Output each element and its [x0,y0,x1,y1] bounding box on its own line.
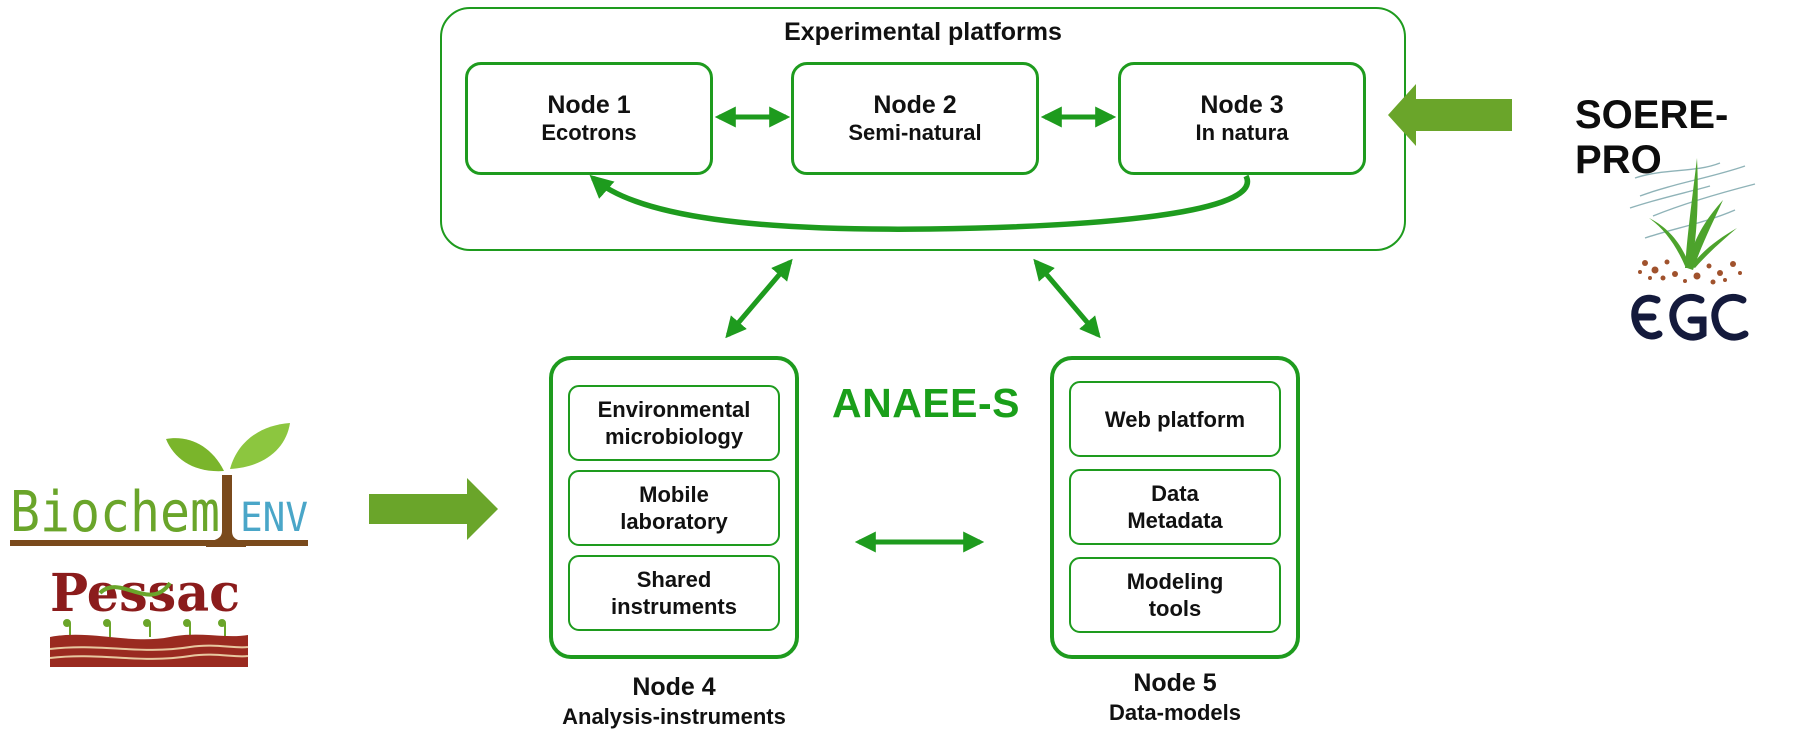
node-2-box: Node 2 Semi-natural [791,62,1039,175]
left-input-arrow [369,478,498,540]
node-5-item-modeling-tools: Modeling tools [1069,557,1281,633]
node-5-caption: Node 5 [1133,669,1217,697]
arrow-platforms-node4 [725,258,793,339]
node-5-item-web-platform: Web platform [1069,381,1281,457]
node-5-caption-desc: Data-models [1108,700,1242,725]
egc-plant-icon [1649,158,1737,270]
node-4-item-label: Mobile laboratory [620,482,728,534]
pessac-sprouts-icon [63,619,226,637]
biochem-env-logo: Biochem ENV [10,423,308,547]
node-2-name: Node 2 [873,90,957,119]
node-4-item-label: Shared instruments [611,567,737,619]
node-5-item-data-metadata: Data Metadata [1069,469,1281,545]
pessac-soil-stripe [49,644,249,651]
anaee-s-label: ANAEE-S [832,380,1021,426]
node-4-caption: Node 4 [632,673,716,701]
node-4-item-mobile-laboratory: Mobile laboratory [568,470,780,546]
pessac-logo: Pessac [49,563,249,667]
biochem-baseline [10,540,308,546]
node-2-desc: Semi-natural [848,119,982,145]
biochem-logo-text: Biochem [10,480,220,545]
env-logo-text: ENV [240,495,308,541]
pessac-swirl-icon [98,581,172,597]
egc-grass-icon [1629,162,1756,239]
biochem-leaf-icon [166,423,290,472]
node-1-name: Node 1 [547,90,631,119]
experimental-platforms-title: Experimental platforms [784,18,1062,46]
arrow-node3-to-node1-curve [589,174,1251,232]
pessac-soil-stripe [49,653,249,660]
node-1-desc: Ecotrons [541,119,637,145]
egc-soil-icon [1638,259,1742,285]
node-3-desc: In natura [1195,119,1289,145]
node-5-item-label: Modeling tools [1126,569,1224,621]
node-5-item-label: Data Metadata [1127,481,1223,533]
node-4-caption-desc: Analysis-instruments [562,704,786,729]
node-1-box: Node 1 Ecotrons [465,62,713,175]
node-3-name: Node 3 [1200,90,1284,119]
soere-input-arrow [1388,84,1512,146]
node-5-item-label: Web platform [1104,406,1246,432]
node-4-item-label: Environmental microbiology [597,397,751,449]
node-4-item-environmental-microbiology: Environmental microbiology [568,385,780,461]
node-4-item-shared-instruments: Shared instruments [568,555,780,631]
egc-logo [1629,158,1756,341]
egc-letters [1631,293,1749,341]
pessac-soil-band [50,634,248,667]
node-3-box: Node 3 In natura [1118,62,1366,175]
arrow-platforms-node5 [1033,258,1101,339]
biochem-trunk-icon [206,475,246,547]
